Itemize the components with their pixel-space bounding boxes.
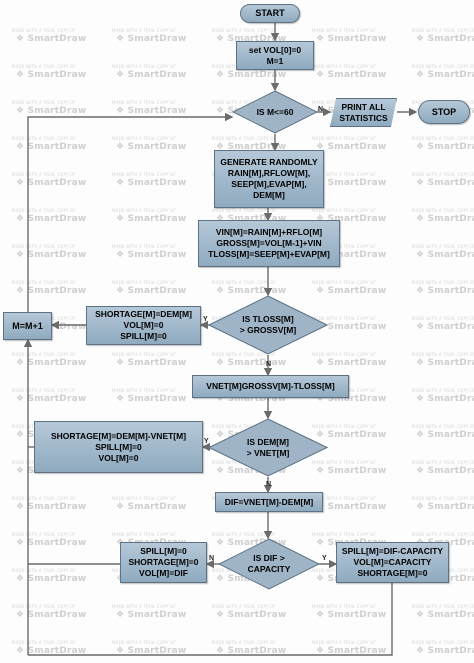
shortage-one-node: SHORTAGE[M]=DEM[M] VOL[M]=0 SPILL[M]=0 bbox=[86, 306, 201, 345]
increment-node: M=M+1 bbox=[3, 312, 52, 340]
start-node: START bbox=[240, 4, 300, 23]
vnet-node: VNET[M]GROSSV[M]-TLOSS[M] bbox=[192, 375, 349, 398]
decision-dem-text: IS DEM[M] > VNET[M] bbox=[246, 436, 290, 458]
label-n-dem: N bbox=[266, 481, 272, 488]
decision-tloss-node: IS TLOSS[M] > GROSSV[M] bbox=[208, 295, 328, 355]
compute-node: VIN[M]=RAIN[M]+RFLO[M] GROSS[M]=VOL[M-1]… bbox=[198, 220, 340, 267]
decision-tloss-text: IS TLOSS[M] > GROSSV[M] bbox=[239, 314, 297, 335]
spill-zero-node: SPILL[M]=0 SHORTAGE[M]=0 VOL[M]=DIF bbox=[120, 542, 207, 583]
label-n-dif: N bbox=[209, 555, 215, 562]
label-n-tloss: N bbox=[266, 361, 272, 368]
generate-node: GENERATE RANDOMLY RAIN[M],RFLOW[M], SEEP… bbox=[214, 150, 324, 208]
decision-dif-node: IS DIF > CAPACITY bbox=[218, 538, 320, 590]
dif-node: DIF=VNET[M]-DEM[M] bbox=[215, 492, 323, 512]
decision-dem-node: IS DEM[M] > VNET[M] bbox=[208, 418, 328, 477]
label-y-tloss: Y bbox=[203, 316, 208, 323]
edge-spillcap-rail bbox=[28, 583, 393, 656]
decision-dif-text: IS DIF > CAPACITY bbox=[247, 553, 291, 574]
decision-m-text: IS M<=60 bbox=[256, 106, 294, 117]
spill-capacity-node: SPILL[M]=DIF-CAPACITY VOL[M]=CAPACITY SH… bbox=[336, 542, 449, 583]
edge-increment-loop bbox=[27, 112, 234, 312]
label-y-dif: Y bbox=[322, 555, 327, 562]
init-node: set VOL[0]=0 M=1 bbox=[236, 41, 314, 70]
shortage-two-node: SHORTAGE[M]=DEM[M]-VNET[M] SPILL[M]=0 VO… bbox=[34, 421, 203, 473]
stop-node: STOP bbox=[418, 100, 470, 124]
print-statistics-node: PRINT ALL STATISTICS bbox=[330, 98, 397, 127]
decision-m-node: IS M<=60 bbox=[232, 90, 318, 134]
label-y-dem: Y bbox=[204, 438, 209, 445]
label-n-print: N bbox=[318, 106, 324, 113]
